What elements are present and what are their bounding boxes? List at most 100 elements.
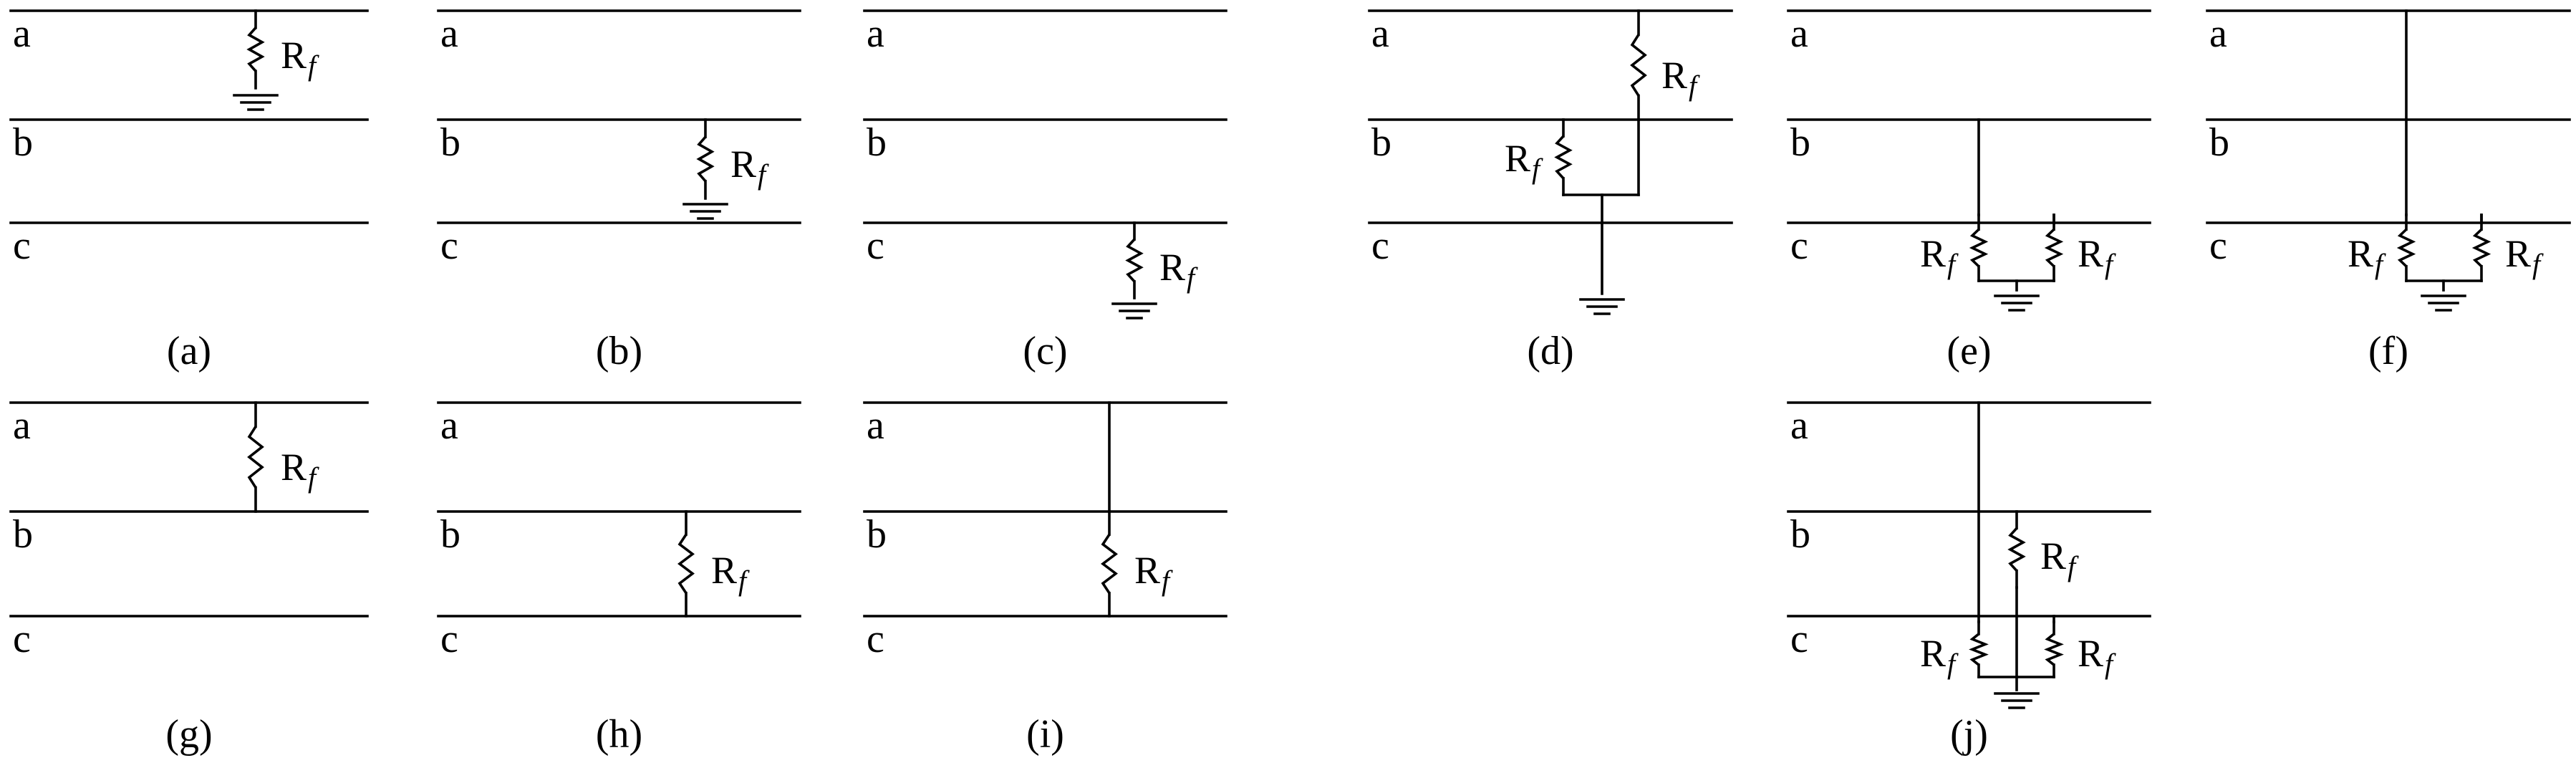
resistor-label: Rf bbox=[2348, 232, 2386, 280]
ground-icon bbox=[1579, 298, 1625, 315]
resistor-label: Rf bbox=[281, 34, 319, 82]
resistor-symbol: R bbox=[2505, 232, 2531, 275]
resistor-label: Rf bbox=[1159, 246, 1198, 294]
resistor-zigzag bbox=[1969, 228, 1989, 268]
fault-resistor: Rf bbox=[1920, 620, 1989, 680]
phase-b-label: b bbox=[440, 120, 460, 165]
resistor-symbol: R bbox=[1661, 54, 1687, 97]
phase-c-label: c bbox=[867, 617, 884, 661]
resistor-subscript: f bbox=[758, 158, 769, 191]
diagram-c: abc(c)Rf bbox=[863, 9, 1227, 373]
diagram-i: a b c (i) Rf bbox=[863, 401, 1227, 757]
diagram-caption: (h) bbox=[596, 712, 642, 757]
diagram-caption: (c) bbox=[1023, 329, 1067, 373]
resistor-subscript: f bbox=[1689, 69, 1700, 102]
diagram-caption: (g) bbox=[165, 712, 212, 757]
resistor-zigzag bbox=[2044, 228, 2064, 268]
ground-icon bbox=[2421, 294, 2466, 312]
resistor-zigzag bbox=[1969, 633, 1989, 666]
phase-b-label: b bbox=[13, 512, 33, 557]
diagram-g: abc(g)Rf bbox=[9, 401, 369, 757]
resistor-symbol: R bbox=[2078, 232, 2103, 275]
diagram-h: abc(h)Rf bbox=[437, 401, 801, 757]
phase-c-label: c bbox=[1790, 224, 1808, 268]
phase-a-label: a bbox=[867, 403, 884, 448]
ground-icon bbox=[1994, 692, 2040, 709]
resistor-zigzag bbox=[247, 426, 264, 489]
resistor-zigzag bbox=[2007, 527, 2026, 572]
resistor-subscript: f bbox=[308, 49, 319, 82]
resistor-zigzag bbox=[1554, 135, 1573, 180]
diagram-caption: (f) bbox=[2368, 329, 2408, 373]
resistor-symbol: R bbox=[711, 549, 737, 592]
ground-icon bbox=[682, 203, 728, 220]
resistor-label: Rf bbox=[1920, 232, 1959, 280]
fault-resistor: Rf bbox=[2044, 620, 2116, 680]
fault-resistor: Rf bbox=[677, 510, 750, 618]
resistor-label: Rf bbox=[2040, 534, 2079, 582]
resistor-label: Rf bbox=[2505, 232, 2544, 280]
ground-icon bbox=[1994, 294, 2040, 312]
phase-c-label: c bbox=[867, 224, 884, 268]
resistor-symbol: R bbox=[1134, 549, 1160, 592]
fault-resistor: Rf bbox=[1505, 118, 1573, 196]
fault-resistor: Rf bbox=[1125, 221, 1198, 299]
resistor-subscript: f bbox=[2068, 550, 2079, 582]
phase-a-label: a bbox=[1790, 11, 1808, 56]
resistor-symbol: R bbox=[1920, 232, 1946, 275]
resistor-label: Rf bbox=[711, 549, 750, 597]
diagram-caption: (d) bbox=[1527, 329, 1573, 373]
diagram-a: a b c (a) Rf bbox=[9, 9, 369, 373]
phase-c-label: c bbox=[13, 224, 31, 268]
resistor-symbol: R bbox=[1920, 632, 1946, 675]
resistor-subscript: f bbox=[1162, 565, 1173, 597]
ground-icon bbox=[1111, 302, 1157, 320]
resistor-subscript: f bbox=[2375, 248, 2386, 280]
resistor-zigzag bbox=[2471, 228, 2491, 268]
phase-b-label: b bbox=[2209, 120, 2229, 165]
phase-b-label: b bbox=[867, 120, 887, 165]
resistor-zigzag bbox=[677, 534, 695, 594]
resistor-zigzag bbox=[1101, 534, 1118, 594]
diagram-b: abc(b)Rf bbox=[437, 9, 801, 373]
phase-b-label: b bbox=[867, 512, 887, 557]
phase-b-label: b bbox=[1371, 120, 1391, 165]
resistor-subscript: f bbox=[308, 461, 319, 494]
phase-a-label: a bbox=[2209, 11, 2227, 56]
phase-c-label: c bbox=[440, 617, 458, 661]
resistor-subscript: f bbox=[2532, 248, 2544, 280]
phase-a-label: a bbox=[13, 403, 31, 448]
phase-c-label: c bbox=[2209, 224, 2227, 268]
resistor-label: Rf bbox=[730, 143, 769, 191]
fault-resistor: Rf bbox=[1630, 9, 1700, 121]
ground-icon bbox=[233, 94, 279, 111]
resistor-subscript: f bbox=[1532, 153, 1543, 185]
resistor-symbol: R bbox=[281, 34, 307, 77]
resistor-label: Rf bbox=[2078, 632, 2116, 680]
phase-a-label: a bbox=[440, 403, 458, 448]
diagram-caption: (j) bbox=[1950, 712, 1988, 757]
fault-resistor: Rf bbox=[2044, 213, 2116, 282]
resistor-symbol: R bbox=[730, 143, 756, 186]
diagram-caption: (a) bbox=[167, 329, 211, 373]
resistor-subscript: f bbox=[2105, 648, 2116, 680]
phase-b-label: b bbox=[1790, 512, 1810, 557]
fault-resistor: Rf bbox=[1920, 213, 1989, 282]
phase-a-label: a bbox=[13, 11, 31, 56]
diagram-caption: (i) bbox=[1026, 712, 1064, 757]
phase-a-label: a bbox=[440, 11, 458, 56]
resistor-subscript: f bbox=[1187, 261, 1198, 294]
fault-resistor: Rf bbox=[696, 118, 769, 200]
resistor-subscript: f bbox=[2105, 248, 2116, 280]
phase-b-label: b bbox=[13, 120, 33, 165]
phase-c-label: c bbox=[13, 617, 31, 661]
resistor-label: Rf bbox=[1134, 549, 1173, 597]
resistor-symbol: R bbox=[2078, 632, 2103, 675]
resistor-symbol: R bbox=[1159, 246, 1185, 289]
phase-b-label: b bbox=[1790, 120, 1810, 165]
resistor-symbol: R bbox=[1505, 137, 1530, 180]
resistor-subscript: f bbox=[1947, 648, 1959, 680]
